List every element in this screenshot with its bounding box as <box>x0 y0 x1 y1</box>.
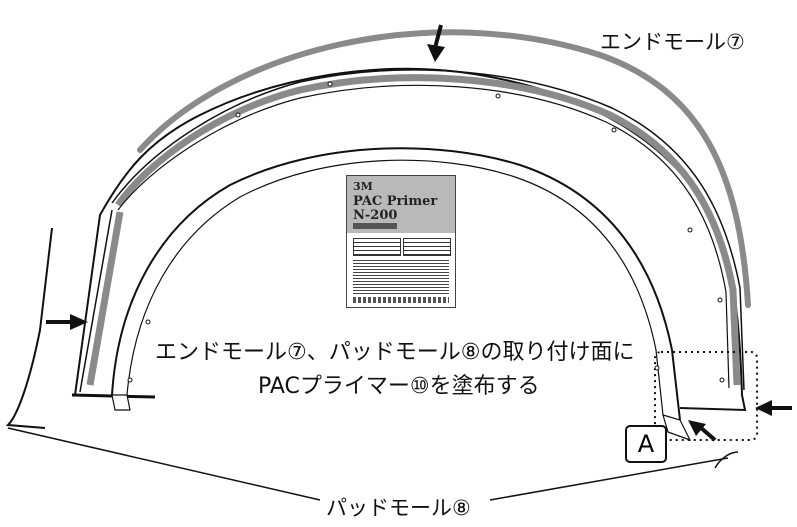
pad-molding-left-edge <box>79 209 113 393</box>
body-panel-line <box>5 227 53 429</box>
pad-molding-band-edge <box>111 69 745 391</box>
pad-mold-hook <box>714 451 739 469</box>
fender-arch-base-left <box>111 394 131 411</box>
instruction-line-2: PACプライマー⑩を塗布する <box>258 374 540 399</box>
primer-brand: 3M <box>353 180 373 193</box>
arrow-left-icon <box>755 400 792 416</box>
primer-fine-print <box>353 258 449 294</box>
pad-molding-label: パッドモール⑧ <box>320 492 477 522</box>
callout-a-badge: A <box>625 425 667 463</box>
primer-subtitle-graphic <box>353 223 397 229</box>
mounting-holes <box>127 81 725 383</box>
arrow-diagonal-icon <box>688 420 717 442</box>
primer-name-line1: PAC Primer <box>353 194 438 209</box>
pad-mold-leader-right <box>489 457 729 501</box>
primer-info-box-right <box>403 238 451 256</box>
end-molding-strip <box>137 29 751 308</box>
primer-footer-print <box>353 297 449 303</box>
pad-molding-inner-edge <box>117 84 730 389</box>
primer-name: PAC Primer N-200 <box>353 195 437 223</box>
arrow-right-icon <box>46 314 88 330</box>
fender-arch-outer <box>111 147 681 421</box>
callout-a-frame <box>654 351 758 441</box>
pad-molding-gray-band <box>115 74 741 386</box>
fender-arch-inner <box>126 159 664 416</box>
pad-molding-left-strip <box>86 211 124 386</box>
end-molding-label: エンドモール⑦ <box>600 30 745 54</box>
primer-info-box-left <box>353 238 401 256</box>
fender-arch-base-right <box>662 414 692 442</box>
primer-can-illustration: 3M PAC Primer N-200 <box>346 175 456 308</box>
primer-name-line2: N-200 <box>353 208 398 223</box>
instruction-line-1: エンドモール⑦、パッドモール⑧の取り付け面に <box>155 340 635 365</box>
arrow-down-icon <box>427 24 445 62</box>
pad-mold-leader-left <box>7 427 321 501</box>
